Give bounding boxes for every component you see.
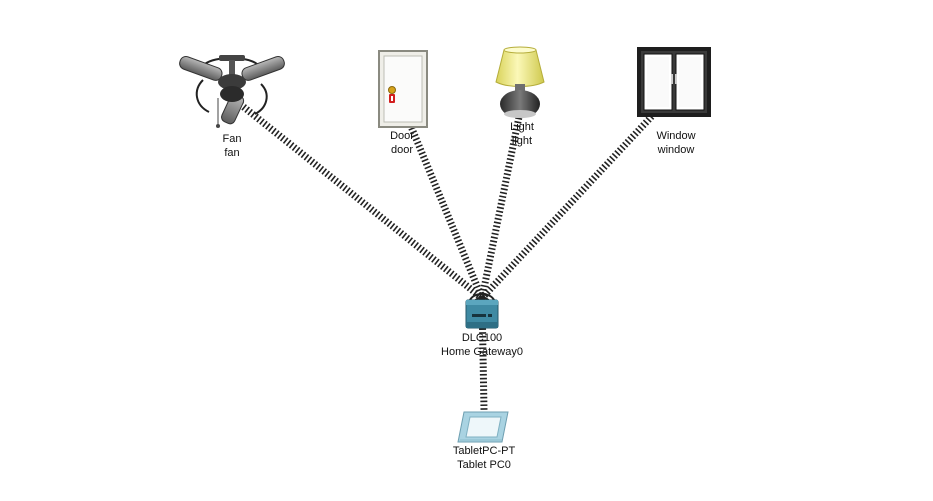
window-type-label: Window <box>656 130 696 142</box>
window-icon <box>637 47 711 117</box>
device-tablet[interactable] <box>456 410 510 444</box>
fan-name-label: fan <box>224 147 240 159</box>
window-name-label: window <box>657 144 695 156</box>
device-door[interactable] <box>378 50 428 128</box>
device-window[interactable] <box>636 46 712 118</box>
wireless-link-gateway-door[interactable] <box>406 122 486 300</box>
wireless-link-gateway-fan[interactable] <box>237 101 485 301</box>
wireless-link-gateway-window[interactable] <box>479 113 655 301</box>
lamp-icon <box>495 46 545 118</box>
door-icon <box>378 50 428 128</box>
wireless-link-gateway-light[interactable] <box>478 111 524 299</box>
device-light[interactable] <box>492 46 548 120</box>
fan-type-label: Fan <box>222 133 242 145</box>
light-type-label: Light <box>510 121 534 133</box>
door-name-label: door <box>390 144 414 156</box>
light-name-label: light <box>511 135 533 147</box>
tablet-icon <box>457 411 509 443</box>
door-type-label: Door <box>390 130 414 142</box>
gateway-name-label: Home Gateway0 <box>441 346 523 358</box>
tablet-type-label: TabletPC-PT <box>452 445 516 457</box>
device-fan[interactable] <box>175 50 287 130</box>
home-gateway-icon <box>465 293 499 329</box>
device-home-gateway[interactable] <box>464 286 500 330</box>
tablet-name-label: Tablet PC0 <box>457 459 511 471</box>
gateway-type-label: DLC100 <box>461 332 503 344</box>
ceiling-fan-icon <box>179 55 285 128</box>
